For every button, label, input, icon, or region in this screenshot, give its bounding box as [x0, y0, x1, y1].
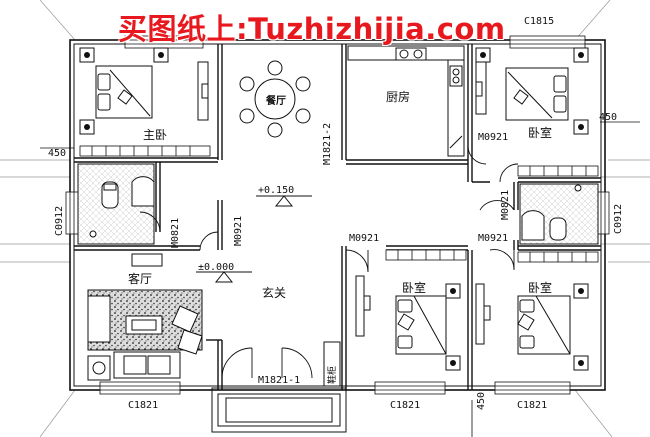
- door-label-m0821-left: M0821: [170, 218, 181, 248]
- door-label-m0921-right: M0921: [478, 233, 508, 244]
- window-label-c1821-br: C1821: [517, 400, 547, 411]
- bath-left: [77, 163, 155, 245]
- dimension-label-450-bottom: 450: [476, 392, 487, 410]
- door-label-m0921-center: M0921: [349, 233, 379, 244]
- room-label-foyer: 玄关: [262, 285, 286, 300]
- shoe-cabinet-label: 鞋柜: [326, 366, 338, 384]
- window-label-c1821-bl: C1821: [128, 400, 158, 411]
- interior-walls: [74, 44, 601, 390]
- columns: [79, 47, 589, 377]
- bed-ne: [505, 67, 569, 121]
- bath-right: [519, 183, 599, 245]
- door-label-m1821-1: M1821-1: [258, 375, 300, 386]
- entry-steps: [211, 387, 347, 433]
- dining-table: [239, 60, 311, 138]
- window-label-c1821-bm: C1821: [390, 400, 420, 411]
- elevation-label-lower: ±0.000: [198, 262, 234, 273]
- dimension-label-450-left: 450: [48, 148, 66, 159]
- room-label-bedroom-s2: 卧室: [528, 280, 552, 295]
- door-label-m0921-ne: M0921: [478, 132, 508, 143]
- door-label-m1821-2: M1821-2: [322, 123, 333, 165]
- kitchen-fittings: [347, 45, 465, 157]
- tv-units: [131, 61, 491, 345]
- watermark-text: 买图纸上:Tuzhizhijia.com: [118, 12, 506, 46]
- room-label-master-bedroom: 主卧: [143, 128, 167, 142]
- bed-s1: [395, 295, 447, 355]
- shoe-cabinet: [323, 341, 341, 387]
- bed-s2: [517, 295, 571, 355]
- door-swings: [139, 145, 519, 379]
- living-furniture: [87, 289, 203, 381]
- elevation-label-upper: +0.150: [258, 185, 294, 196]
- room-label-bedroom-ne: 卧室: [528, 125, 552, 140]
- door-label-m0821-right: M0821: [500, 190, 511, 220]
- wardrobe-hatch: [91, 146, 587, 262]
- door-label-m0921-left: M0921: [233, 216, 244, 246]
- dimension-ticks: [40, 121, 640, 437]
- room-label-kitchen: 厨房: [386, 89, 410, 104]
- window-label-c1815-top: C1815: [524, 16, 554, 27]
- dimension-label-450-right: 450: [599, 112, 617, 123]
- window-label-c0912-right: C0912: [613, 204, 624, 234]
- room-label-dining: 餐厅: [265, 94, 286, 107]
- window-label-c0912-left: C0912: [54, 206, 65, 236]
- room-label-living: 客厅: [128, 271, 152, 286]
- room-label-bedroom-s1: 卧室: [402, 280, 426, 295]
- bed-master: [95, 65, 153, 119]
- elevation-markers: [196, 195, 312, 283]
- windows: [65, 35, 610, 395]
